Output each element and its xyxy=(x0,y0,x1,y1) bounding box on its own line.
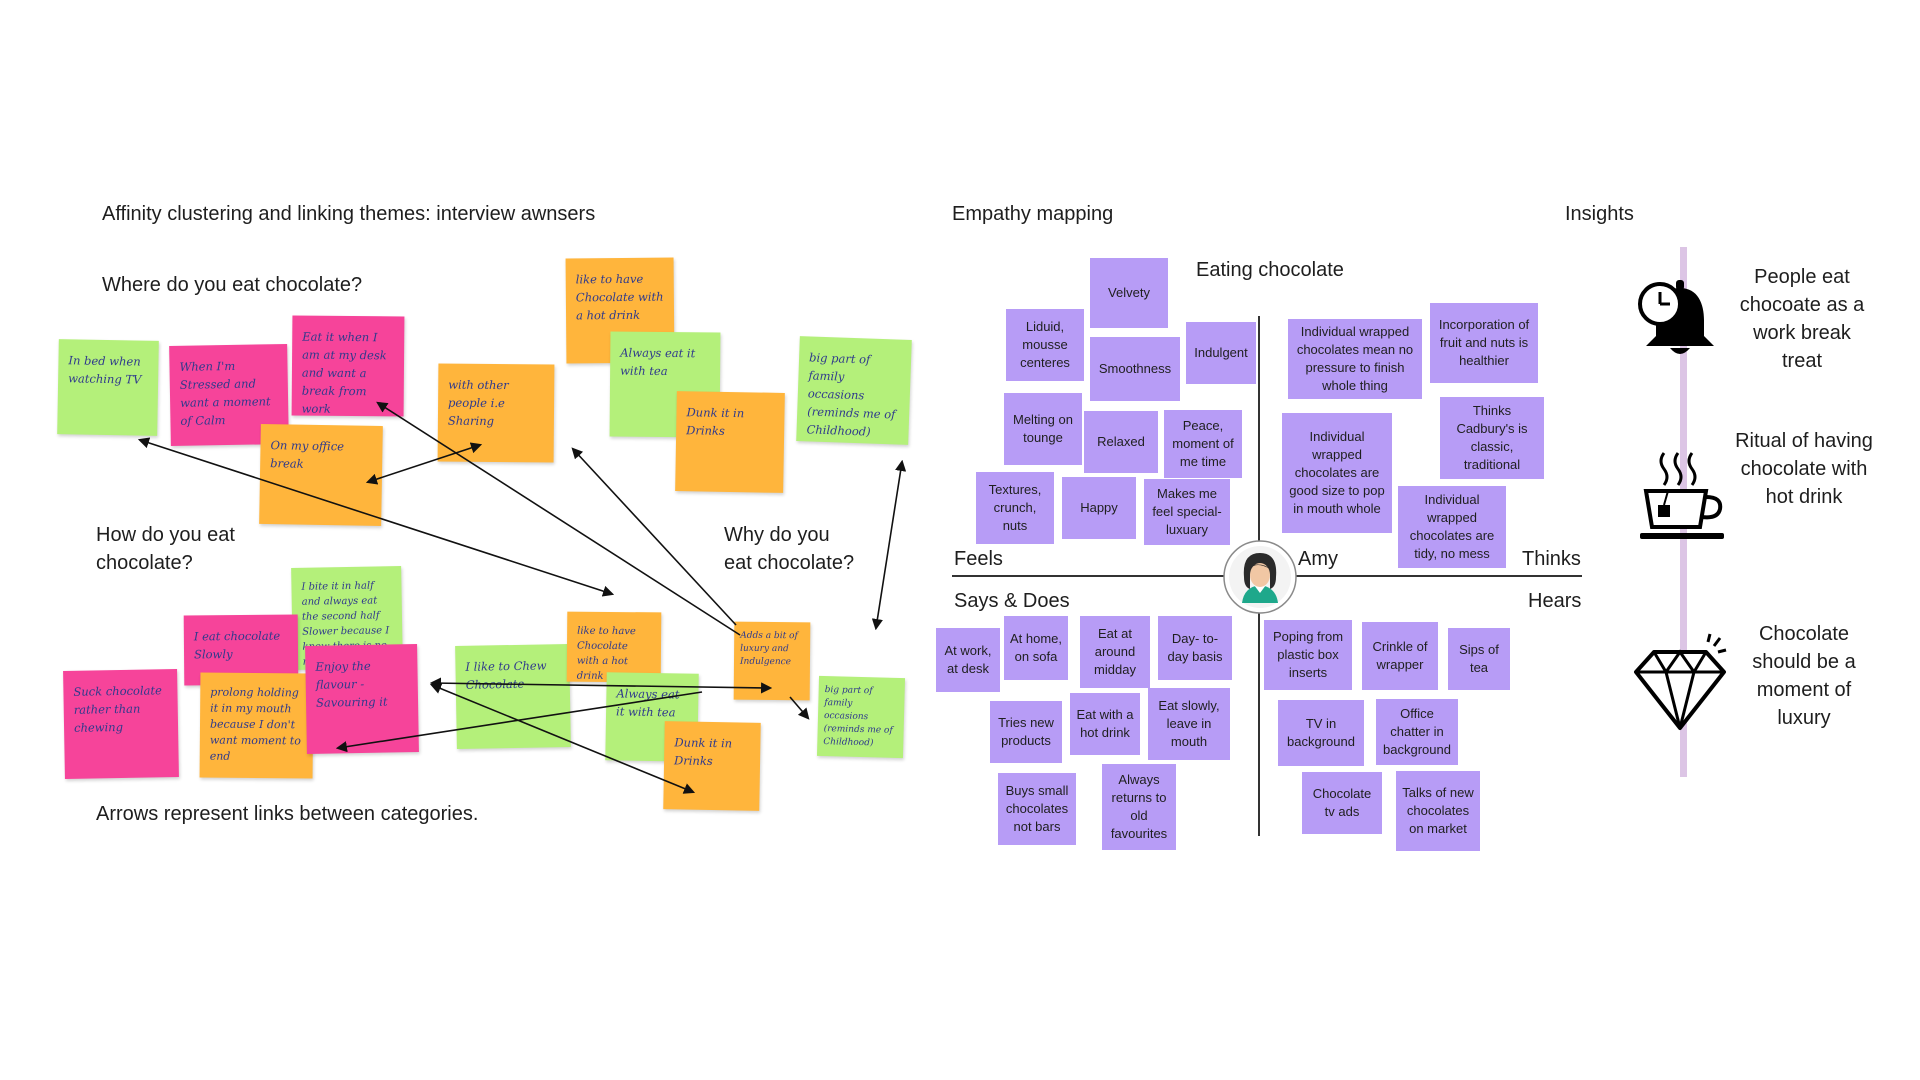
empathy-card-thinks: Individual wrapped chocolates are good s… xyxy=(1282,413,1392,533)
affinity-section-title: Affinity clustering and linking themes: … xyxy=(102,203,596,225)
link-arrow xyxy=(429,677,773,694)
link-arrow xyxy=(871,459,907,631)
empathy-card-thinks: Incorporation of fruit and nuts is healt… xyxy=(1430,303,1538,383)
empathy-card-feels: Textures, crunch, nuts xyxy=(976,472,1054,544)
empathy-card-says-does: At work, at desk xyxy=(936,628,1000,692)
empathy-card-feels: Makes me feel special- luxuary xyxy=(1144,479,1230,545)
empathy-card-feels: Liduid, mousse centeres xyxy=(1006,309,1084,381)
link-arrow xyxy=(376,401,741,636)
empathy-card-thinks: Individual wrapped chocolates are tidy, … xyxy=(1398,486,1506,568)
persona-name: Amy xyxy=(1298,548,1338,570)
quadrant-label-thinks: Thinks xyxy=(1522,548,1581,570)
link-arrow xyxy=(571,447,737,626)
empathy-card-feels: Velvety xyxy=(1090,258,1168,328)
empathy-card-hears: Crinkle of wrapper xyxy=(1362,622,1438,690)
empathy-card-feels: Relaxed xyxy=(1084,411,1158,473)
insights-section-title: Insights xyxy=(1565,203,1634,225)
insight-luxury: Chocolate should be a moment of luxury xyxy=(1752,623,1856,729)
quadrant-label-says-does: Says & Does xyxy=(954,590,1070,612)
insight-work-break: People eat chocoate as a work break trea… xyxy=(1739,266,1865,372)
empathy-card-says-does: Eat with a hot drink xyxy=(1070,693,1140,755)
quadrant-label-feels: Feels xyxy=(954,548,1003,570)
link-arrow xyxy=(365,442,483,485)
insight-hot-drink: Ritual of having chocolate with hot drin… xyxy=(1735,430,1873,508)
empathy-card-hears: Sips of tea xyxy=(1448,628,1510,690)
empathy-card-hears: Office chatter in background xyxy=(1376,699,1458,765)
empathy-card-says-does: Eat at around midday xyxy=(1080,616,1150,688)
empathy-card-feels: Smoothness xyxy=(1090,337,1180,401)
arrows-footnote: Arrows represent links between categorie… xyxy=(96,803,479,825)
empathy-card-says-does: Day- to-day basis xyxy=(1158,616,1232,680)
empathy-card-hears: Poping from plastic box inserts xyxy=(1264,620,1352,690)
empathy-card-thinks: Individual wrapped chocolates mean no pr… xyxy=(1288,319,1422,399)
question-why-line2: eat chocolate? xyxy=(724,552,855,574)
empathy-card-says-does: Always returns to old favourites xyxy=(1102,764,1176,850)
persona-avatar-icon xyxy=(1223,540,1297,614)
diamond-icon xyxy=(1634,633,1727,730)
empathy-card-feels: Indulgent xyxy=(1186,322,1256,384)
empathy-card-hears: TV in background xyxy=(1278,700,1364,766)
link-arrow xyxy=(137,437,615,597)
link-arrow xyxy=(335,691,703,753)
empathy-card-hears: Talks of new chocolates on market xyxy=(1396,771,1480,851)
link-arrow xyxy=(429,683,696,794)
empathy-card-says-does: At home, on sofa xyxy=(1004,616,1068,680)
empathy-card-feels: Peace, moment of me time xyxy=(1164,410,1242,478)
tea-cup-icon xyxy=(1640,452,1724,539)
empathy-card-says-does: Buys small chocolates not bars xyxy=(998,773,1076,845)
empathy-card-says-does: Eat slowly, leave in mouth xyxy=(1148,688,1230,760)
empathy-card-hears: Chocolate tv ads xyxy=(1302,772,1382,834)
empathy-card-feels: Happy xyxy=(1062,477,1136,539)
question-where: Where do you eat chocolate? xyxy=(102,274,363,296)
link-arrow xyxy=(789,696,810,720)
bell-clock-icon xyxy=(1638,280,1714,354)
empathy-card-thinks: Thinks Cadbury's is classic, traditional xyxy=(1440,397,1544,479)
question-why-line1: Why do you xyxy=(724,524,830,546)
empathy-card-says-does: Tries new products xyxy=(990,701,1062,763)
empathy-card-feels: Melting on tounge xyxy=(1004,393,1082,465)
quadrant-label-hears: Hears xyxy=(1528,590,1582,612)
empathy-center-title: Eating chocolate xyxy=(1196,259,1344,281)
empathy-section-title: Empathy mapping xyxy=(952,203,1114,225)
